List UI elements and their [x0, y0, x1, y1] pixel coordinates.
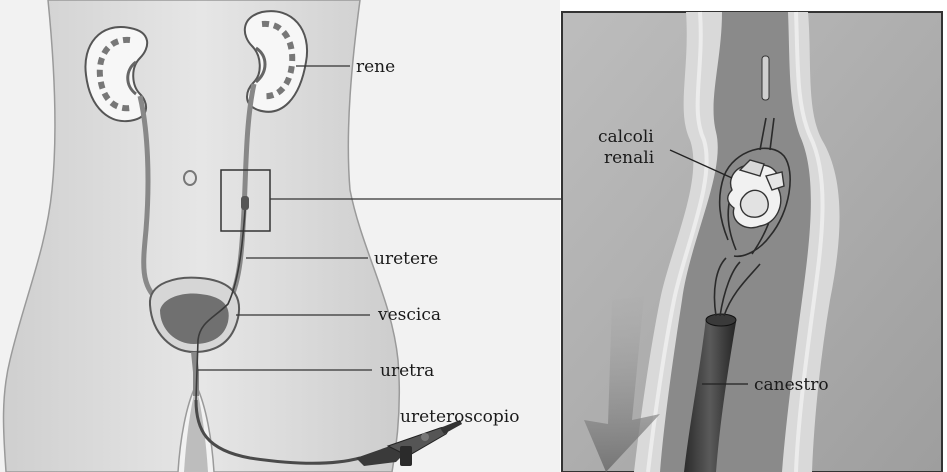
basket-tip — [762, 56, 769, 100]
label-stones-line1: calcoli — [598, 127, 654, 147]
label-basket: canestro — [754, 375, 829, 395]
label-ureter: uretere — [374, 249, 438, 269]
label-kidney: rene — [356, 57, 395, 77]
label-stones-line2: renali — [604, 148, 655, 168]
label-ureteroscope: ureteroscopio — [400, 407, 519, 427]
label-urethra: uretra — [380, 361, 434, 381]
detail-panel: calcoli renali canestro — [562, 12, 942, 472]
label-bladder: vescica — [377, 305, 441, 325]
